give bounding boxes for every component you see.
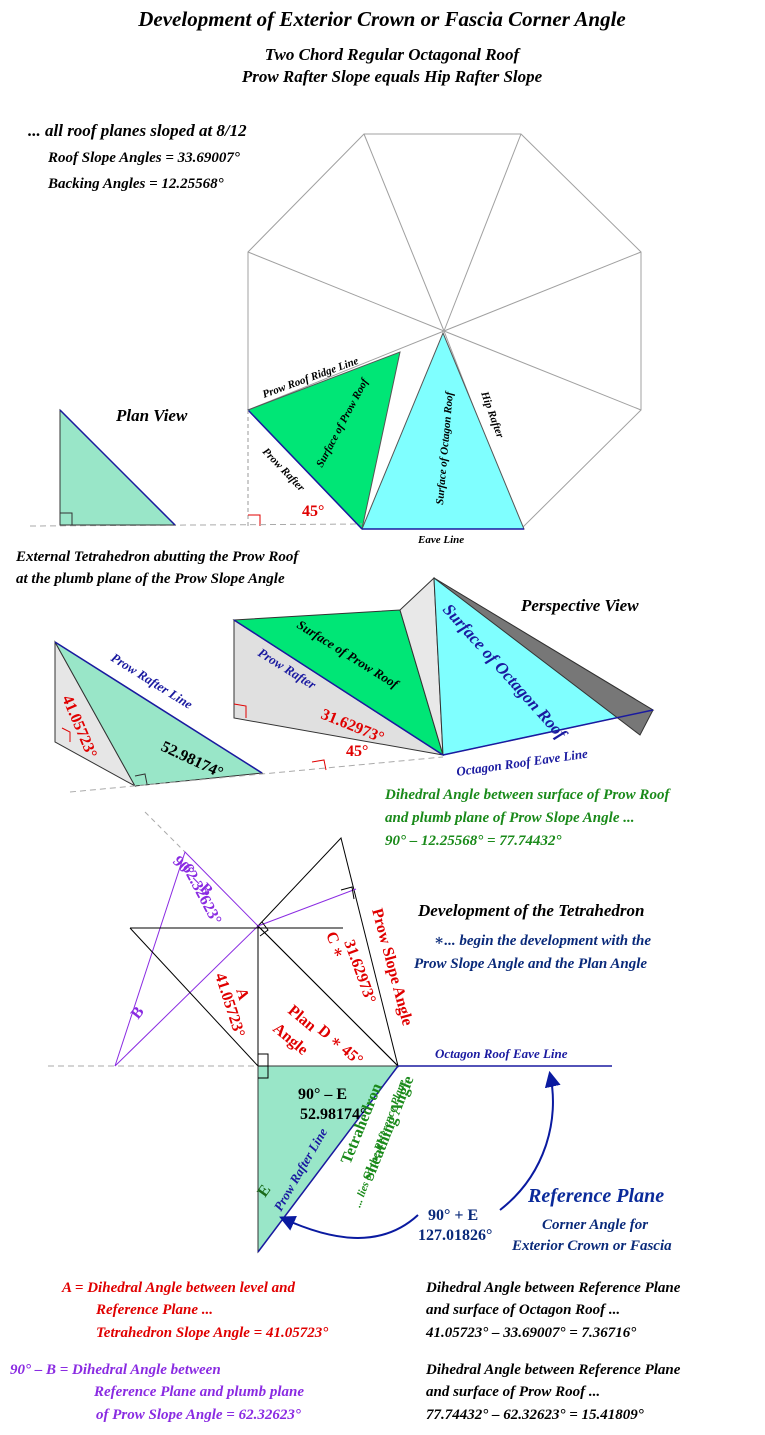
tetra-note-1: External Tetrahedron abutting the Prow R…: [15, 549, 300, 565]
prow-rafter-line: [247, 409, 363, 530]
right-angle-mark: [248, 514, 261, 526]
perspective-roof: [232, 576, 655, 757]
face-c: [257, 836, 399, 1068]
dev-d-label: D ∗ 45°: [314, 1022, 366, 1069]
slope-angles-note: Roof Slope Angles = 33.69007°: [47, 150, 240, 166]
dev-b-value: 62.32623°: [178, 861, 224, 928]
subtitle-2: Prow Rafter Slope equals Hip Rafter Slop…: [241, 67, 543, 86]
perspective-view-label: Perspective View: [520, 596, 639, 615]
dev-c-value: 31.62973°: [340, 938, 379, 1006]
footer-a-line-1: A = Dihedral Angle between level and: [61, 1280, 295, 1296]
footer-r1-line-3: 41.05723° – 33.69007° = 7.36716°: [425, 1325, 636, 1341]
face-b: [114, 851, 259, 1067]
perspective-eave-line: Octagon Roof Eave Line: [455, 746, 589, 779]
dev-e-value: 52.98174°: [300, 1106, 366, 1123]
dihedral-note-1: Dihedral Angle between surface of Prow R…: [384, 787, 671, 803]
footer-r2-line-1: Dihedral Angle between Reference Plane: [425, 1362, 681, 1378]
perspective-ground-line: [69, 756, 444, 793]
dev-a-value: 41.05723°: [211, 971, 248, 1039]
footer-b-line-1: 90° – B = Dihedral Angle between: [10, 1362, 221, 1378]
eave-line-label: Eave Line: [417, 534, 464, 546]
plan-45-angle: 45°: [302, 503, 324, 520]
corner-angle-label-1: Corner Angle for: [542, 1217, 648, 1233]
footer-a-line-2: Reference Plane ...: [95, 1302, 213, 1318]
footer-b-line-2: Reference Plane and plumb plane: [93, 1384, 304, 1400]
slope-note: ... all roof planes sloped at 8/12: [28, 121, 247, 140]
dev-e-top: 90° – E: [298, 1086, 347, 1103]
footer-b-line-3: of Prow Slope Angle = 62.32623°: [96, 1407, 301, 1423]
octagon-hip-lines: [247, 133, 642, 530]
ground-dashed-line: [29, 523, 363, 527]
footer-r2-line-2: and surface of Prow Roof ...: [426, 1384, 600, 1400]
reference-plane-label: Reference Plane: [527, 1185, 664, 1207]
corner-arrow-upper: [499, 1070, 561, 1211]
dev-90-plus-e: 90° + E: [428, 1207, 478, 1224]
footer-a-line-3: Tetrahedron Slope Angle = 41.05723°: [96, 1325, 328, 1341]
footer-r1-line-2: and surface of Octagon Roof ...: [426, 1302, 620, 1318]
dihedral-note-3: 90° – 12.25568° = 77.74432°: [385, 833, 562, 849]
tetra-note-2: at the plumb plane of the Prow Slope Ang…: [16, 571, 285, 587]
dev-a-label: A: [232, 986, 252, 1003]
perspective-45: 45°: [346, 743, 368, 760]
subtitle-1: Two Chord Regular Octagonal Roof: [265, 45, 522, 64]
perspective-tetrahedron: [54, 640, 264, 788]
dev-b-label: B: [128, 1003, 148, 1022]
octagon-plan: [247, 133, 642, 531]
dev-prow-slope: Prow Slope Angle: [368, 907, 416, 1028]
backing-angles-note: Backing Angles = 12.25568°: [47, 176, 224, 192]
development-hint-2: Prow Slope Angle and the Plan Angle: [414, 956, 647, 972]
page-title: Development of Exterior Crown or Fascia …: [137, 7, 626, 31]
corner-arrow-lower: [279, 1214, 419, 1239]
dev-eave-line-label: Octagon Roof Eave Line: [435, 1046, 568, 1061]
corner-angle-label-2: Exterior Crown or Fascia: [511, 1238, 672, 1254]
development-hint-1: ∗... begin the development with the: [434, 933, 651, 949]
dev-corner-value: 127.01826°: [418, 1227, 492, 1244]
development-heading: Development of the Tetrahedron: [417, 901, 645, 920]
footer-r2-line-3: 77.74432° – 62.32623° = 15.41809°: [426, 1407, 644, 1423]
footer-r1-line-1: Dihedral Angle between Reference Plane: [425, 1280, 681, 1296]
dihedral-note-2: and plumb plane of Prow Slope Angle ...: [385, 810, 634, 826]
plan-view-label: Plan View: [115, 406, 188, 425]
development-drawing: [114, 811, 400, 1254]
